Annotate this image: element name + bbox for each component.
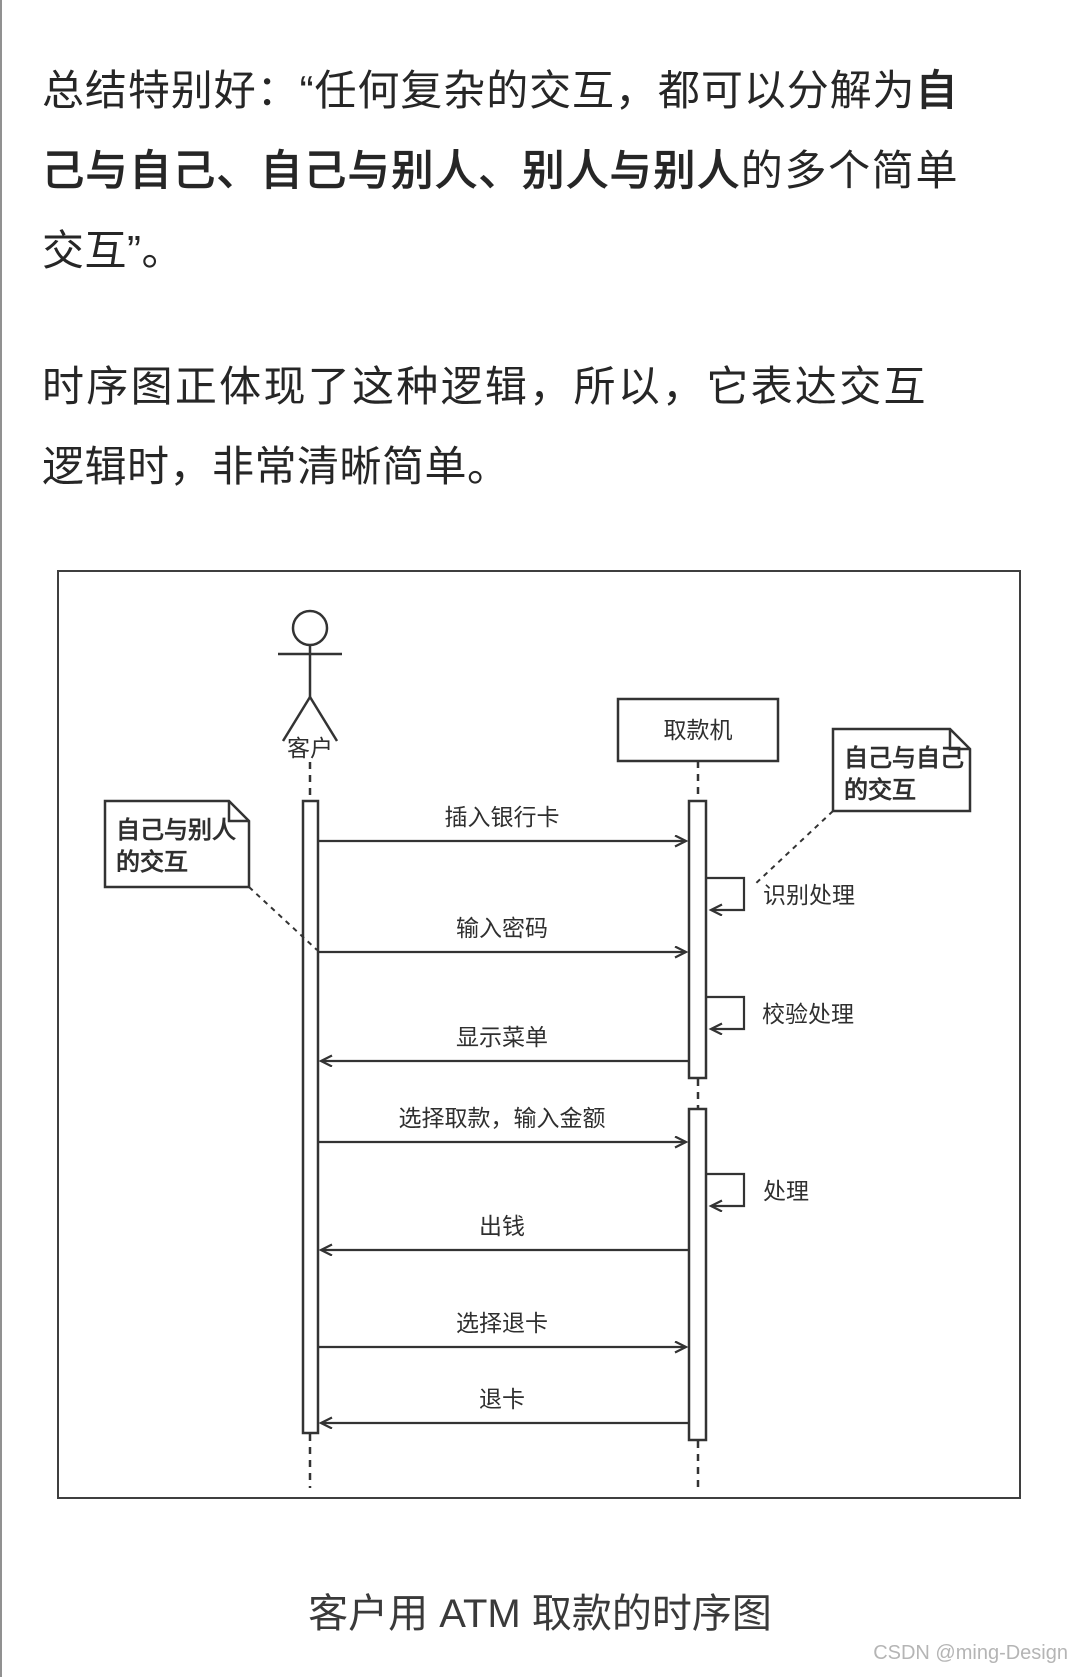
message-label: 插入银行卡 <box>445 804 560 830</box>
note-left-line1: 自己与别人 <box>116 816 236 844</box>
self-loop-verify <box>706 995 746 1029</box>
sequence-diagram: 客户 取款机 自己与别人 的交互 <box>57 570 1021 1499</box>
lifelines <box>308 761 700 1488</box>
self-process-label: 校验处理 <box>762 1001 854 1027</box>
page-left-edge <box>0 0 2 1677</box>
message-label: 选择取款，输入金额 <box>399 1105 606 1131</box>
diagram-caption: 客户用 ATM 取款的时序图 <box>308 1592 772 1636</box>
sequence-diagram-svg: 客户 取款机 自己与别人 的交互 <box>103 609 972 1488</box>
note-right: 自己与自己 的交互 <box>752 727 972 887</box>
paragraph-text-part: 的多个简单交互”。 <box>42 147 958 274</box>
message-label: 出钱 <box>479 1213 525 1239</box>
message-labels: 插入银行卡 输入密码 显示菜单 选择取款，输入金额 出钱 选择退卡 退卡 <box>399 804 606 1412</box>
watermark: CSDN @ming-Design <box>873 1642 1068 1664</box>
message-label: 退卡 <box>479 1386 525 1412</box>
paragraph-text-part: 总结特别好：“任何复杂的交互，都可以分解为 <box>42 67 916 114</box>
note-right-connector <box>752 810 834 887</box>
activation-bars <box>301 799 708 1442</box>
self-process-label: 识别处理 <box>763 882 855 908</box>
object-label: 取款机 <box>664 717 733 743</box>
paragraph-summary: 总结特别好：“任何复杂的交互，都可以分解为自己与自己、自己与别人、别人与别人的多… <box>42 51 958 291</box>
self-loop-process <box>706 1172 746 1206</box>
atm-activation-bar-1 <box>687 799 708 1080</box>
note-right-line2: 的交互 <box>844 776 916 804</box>
self-call-labels: 识别处理 校验处理 处理 <box>762 882 855 1204</box>
message-label: 输入密码 <box>456 915 548 941</box>
note-right-line1: 自己与自己 <box>844 744 964 772</box>
message-label: 显示菜单 <box>456 1024 548 1050</box>
actor-figure-icon <box>278 609 342 742</box>
self-loop-identify <box>706 876 746 910</box>
self-process-label: 处理 <box>763 1178 809 1204</box>
paragraph-bold-part: 自己与自己、自己与别人、别人与别人 <box>42 67 958 194</box>
atm-activation-bar-2 <box>687 1107 708 1442</box>
customer-activation-bar <box>301 799 320 1435</box>
note-left: 自己与别人 的交互 <box>103 799 318 951</box>
note-left-line2: 的交互 <box>116 848 188 876</box>
actor-label: 客户 <box>287 735 333 761</box>
self-call-loops <box>706 876 746 1206</box>
message-label: 选择退卡 <box>456 1310 548 1336</box>
messages <box>318 841 689 1423</box>
paragraph-sequence-logic: 时序图正体现了这种逻辑，所以，它表达交互逻辑时，非常清晰简单。 <box>42 363 926 490</box>
